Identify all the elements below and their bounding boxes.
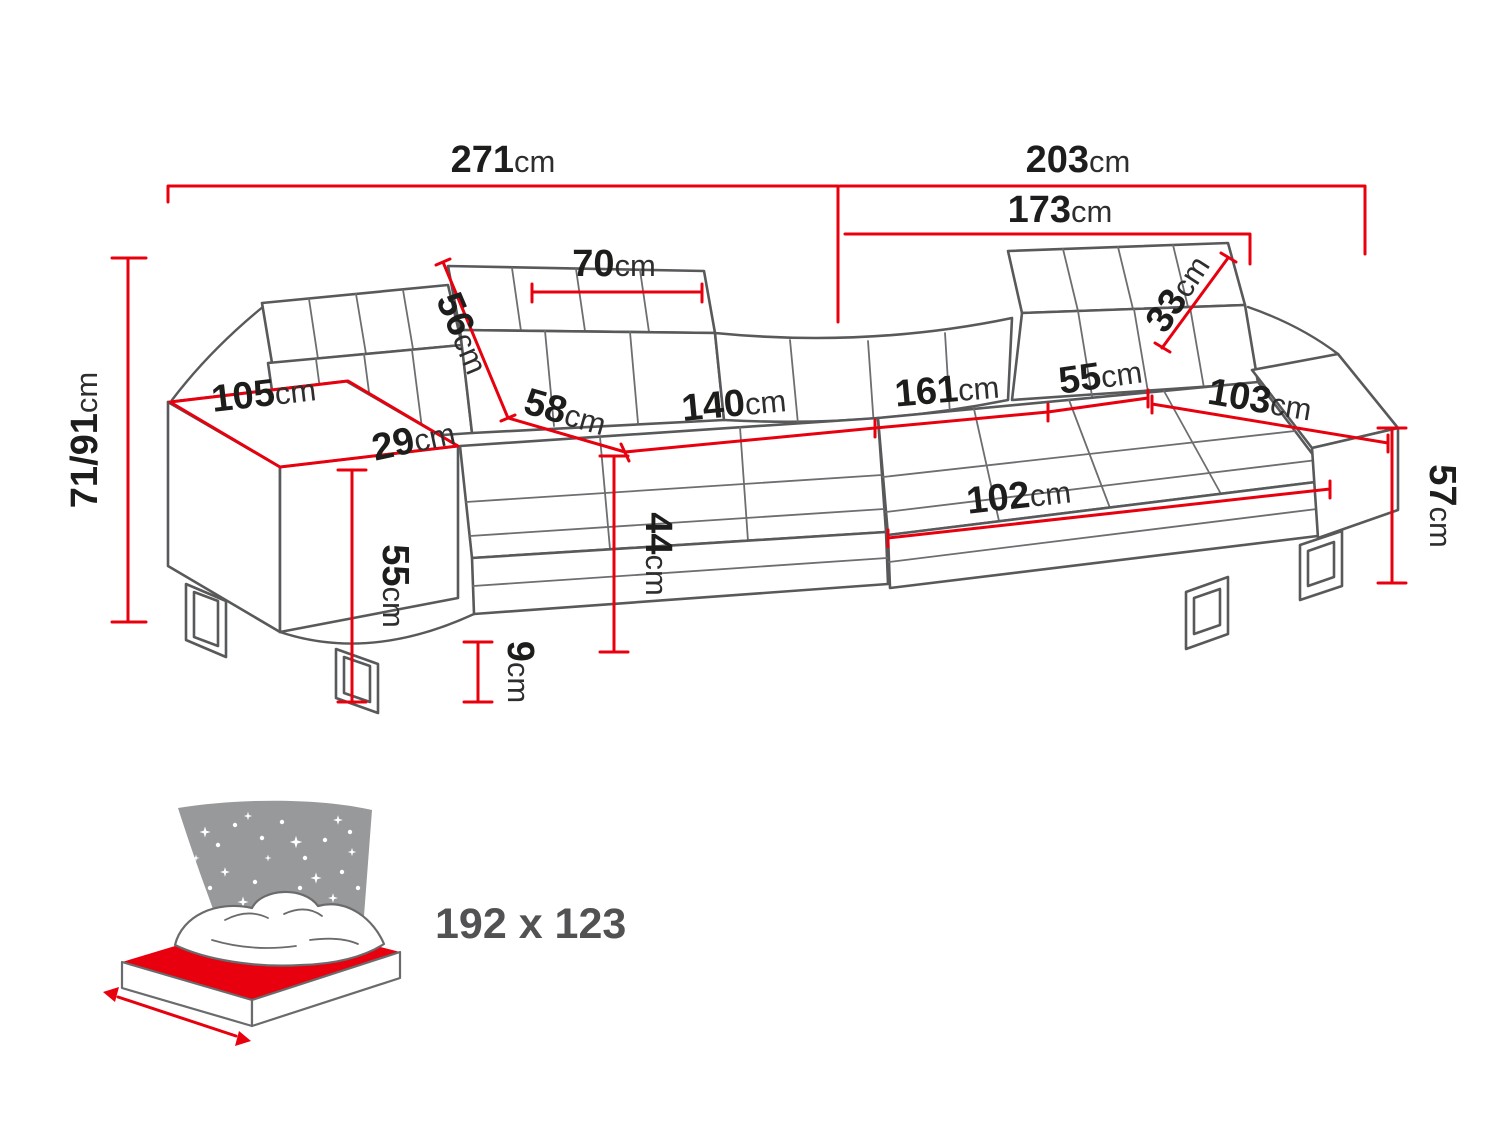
dim-unit: cm — [376, 586, 411, 627]
dim-unit: cm — [69, 372, 104, 413]
headrest-right-tufting — [1062, 244, 1189, 312]
headrest-left-tufting — [308, 289, 414, 360]
dim-label-armrest-length: 105cm — [209, 367, 318, 421]
sofa-drawing — [166, 241, 1400, 715]
dim-label-seat-segment-right: 55cm — [1056, 350, 1145, 403]
armrest-left-front-face — [278, 444, 460, 634]
mattress-right-face — [250, 950, 402, 1028]
dim-unit: cm — [743, 383, 787, 422]
dim-value: 55 — [374, 544, 416, 586]
dim-label-seat-width-corner: 161cm — [893, 365, 1001, 416]
starry-blanket-icon — [178, 800, 372, 934]
dim-value: 271 — [451, 139, 514, 181]
dim-unit: cm — [614, 248, 655, 283]
dim-value: 103 — [1205, 371, 1274, 423]
dim-line-44 — [598, 454, 630, 654]
dim-value: 9 — [499, 641, 541, 662]
dim-line-9 — [462, 640, 494, 704]
backrest-center-tufting — [544, 330, 639, 427]
dim-label-chaise-front-width: 102cm — [964, 469, 1073, 522]
dim-value: 55 — [1056, 355, 1104, 402]
dim-value: 173 — [1008, 189, 1071, 231]
pull-out-arrow-icon — [103, 987, 251, 1046]
front-piping-left — [472, 557, 888, 587]
sleeping-area-label: 192 x 123 — [435, 900, 626, 948]
dim-label-overall-height: 71/91cm — [64, 372, 106, 508]
dim-value: 29 — [368, 420, 418, 470]
duvet-fold-lines — [211, 908, 359, 949]
dim-label-total-right: 203cm — [1026, 139, 1131, 181]
dim-label-side-height-right: 57cm — [1421, 464, 1463, 548]
dim-line-57 — [1376, 426, 1408, 585]
dim-label-seat-width-left: 140cm — [680, 378, 788, 430]
dim-value: 70 — [572, 243, 614, 285]
dim-label-inner-right: 173cm — [1008, 189, 1113, 231]
dim-unit: cm — [273, 372, 318, 411]
leg-chaise-inner — [1192, 587, 1222, 636]
sofa-bed-icon — [103, 800, 402, 1046]
dim-unit: cm — [1423, 506, 1458, 547]
dim-value: 140 — [680, 382, 747, 430]
dim-value: 105 — [209, 372, 277, 421]
backrest-corner-tufting — [789, 332, 951, 428]
backrest-right-tufting — [1077, 306, 1205, 397]
seat-left-tufting — [465, 426, 885, 550]
dim-line-203 — [838, 184, 1367, 256]
dimension-labels: 271cm 203cm 173cm 70cm 56cm 33cm 71/91cm… — [64, 139, 1463, 703]
dim-value: 57 — [1421, 464, 1463, 506]
dim-line-71-91 — [110, 256, 148, 624]
dim-label-headrest-width: 70cm — [572, 243, 656, 285]
dim-line-173 — [843, 232, 1252, 266]
dimension-lines — [110, 184, 1408, 704]
dim-value: 203 — [1026, 139, 1089, 181]
dim-line-55-height — [336, 468, 368, 704]
dim-line-58-140-161-55 — [506, 388, 1150, 463]
sofa-back-right-edge — [1246, 305, 1340, 356]
dim-line-102 — [886, 479, 1332, 549]
dim-label-armrest-height: 55cm — [374, 544, 416, 628]
dim-unit: cm — [1099, 354, 1145, 394]
leg-front-left-inner — [192, 590, 220, 648]
base-bottom-left — [278, 612, 476, 645]
dim-label-total-left: 271cm — [451, 139, 556, 181]
dim-line-70 — [530, 282, 704, 304]
front-piping-chaise — [888, 506, 1334, 563]
dim-label-chaise-length: 103cm — [1205, 371, 1315, 430]
dim-unit: cm — [1268, 386, 1315, 427]
dim-line-33 — [1153, 251, 1238, 354]
sofa-back-left-edge — [170, 304, 266, 402]
dim-value: 44 — [637, 512, 679, 554]
dim-unit: cm — [501, 662, 536, 703]
dim-outline-armrest-105x29 — [168, 379, 460, 469]
headrest-center-tufting — [511, 267, 650, 333]
leg-mid-left-inner — [342, 655, 372, 704]
leg-right-inner — [1306, 540, 1336, 588]
dim-value: 102 — [964, 474, 1032, 523]
dim-unit: cm — [1089, 144, 1130, 179]
front-face-left — [470, 530, 890, 616]
dim-unit: cm — [1071, 194, 1112, 229]
dim-unit: cm — [639, 554, 674, 595]
dim-unit: cm — [1028, 474, 1073, 513]
dim-value: 161 — [893, 368, 960, 415]
dim-line-271 — [166, 184, 840, 324]
armrest-right-side-face — [1310, 426, 1400, 540]
dim-unit: cm — [514, 144, 555, 179]
dim-label-seat-height: 44cm — [637, 512, 679, 596]
dim-label-armrest-width: 29cm — [368, 411, 459, 469]
duvet-icon — [173, 890, 386, 967]
dim-label-leg-height: 9cm — [499, 641, 541, 703]
dim-value: 71/91 — [64, 413, 106, 508]
dim-unit: cm — [957, 370, 1001, 408]
dim-unit: cm — [411, 416, 459, 459]
dim-line-103 — [1150, 394, 1390, 454]
